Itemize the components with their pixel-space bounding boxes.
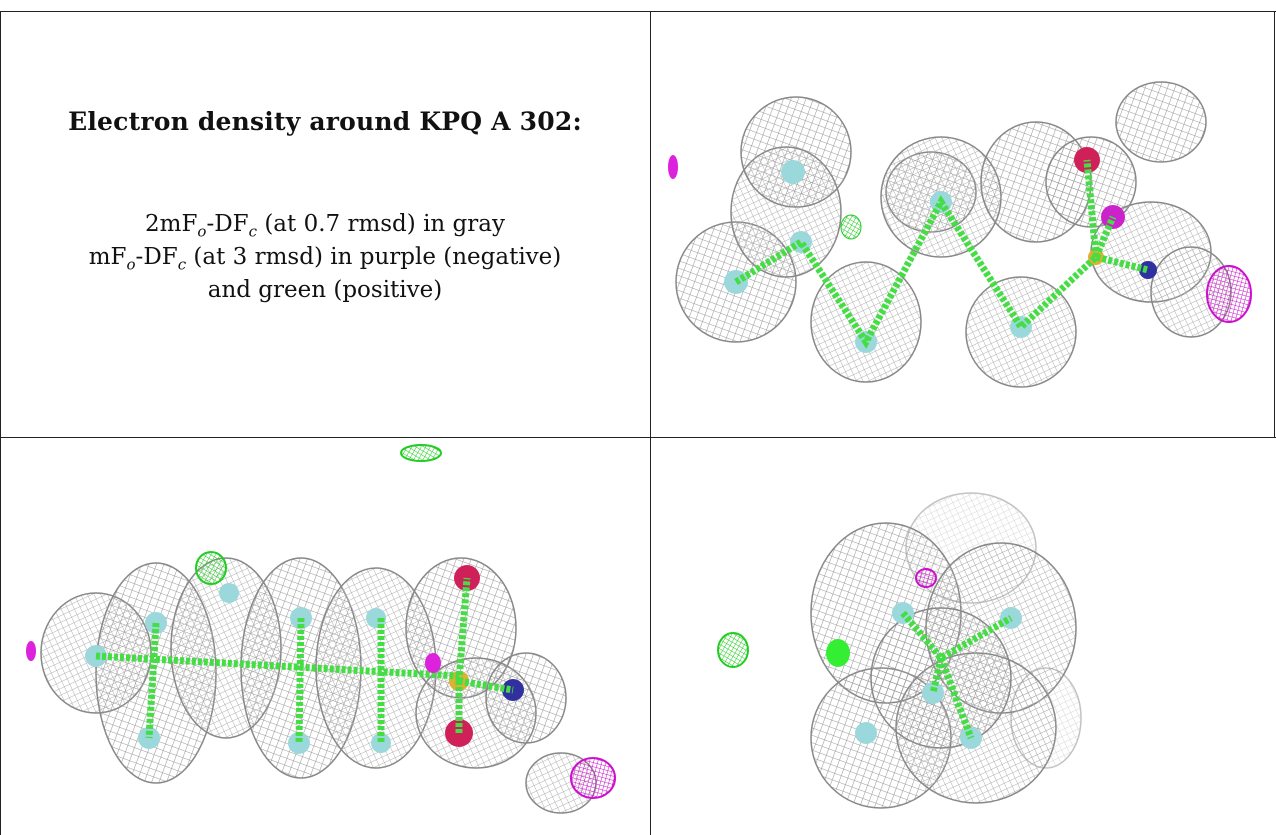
mesh-2fofc-bottom-right [810, 492, 1082, 809]
positive-diff-blob-br-2 [826, 639, 850, 667]
density-render-bottom-right [717, 492, 1082, 809]
positive-diff-blob-bl-2 [400, 444, 442, 462]
bonds-bottom-left [95, 577, 514, 744]
mesh-2fofc-top [675, 81, 1232, 388]
caption-title: Electron density around KPQ A 302: [68, 107, 582, 136]
frame-top [0, 11, 1276, 12]
caption-description: 2mFo-DFc (at 0.7 rmsd) in gray mFo-DFc (… [0, 208, 650, 307]
negative-diff-blob-bl-2 [26, 641, 36, 661]
caption-line-fofc: mFo-DFc (at 3 rmsd) in purple (negative) [88, 244, 562, 274]
positive-diff-blob-top [840, 214, 862, 240]
bonds-top [734, 159, 1149, 349]
positive-diff-blob-br-1 [717, 632, 749, 668]
negative-diff-blob-top-left [668, 155, 678, 179]
negative-diff-blob-bl-3 [425, 653, 441, 673]
caption-line-2fofc: 2mFo-DFc (at 0.7 rmsd) in gray [145, 211, 505, 241]
density-render-bottom-left [26, 444, 616, 814]
frame-left [0, 11, 1, 835]
negative-diff-blob-bl-1 [570, 757, 616, 799]
density-view-bottom-right [651, 438, 1274, 835]
negative-diff-blob-br-1 [915, 568, 937, 588]
density-view-top-right [651, 12, 1274, 437]
negative-diff-blob-top-right [1206, 265, 1252, 323]
frame-middle-horizontal [0, 437, 1276, 438]
caption-cell: Electron density around KPQ A 302: 2mFo-… [0, 11, 650, 448]
positive-diff-blob-bl-1 [195, 551, 227, 585]
density-view-bottom-left [1, 438, 650, 835]
bonds-bottom-right [900, 610, 1013, 740]
density-render-top-right [668, 81, 1252, 388]
caption-line-colors: and green (positive) [207, 277, 443, 303]
frame-middle-vertical [650, 11, 651, 835]
frame-right [1274, 11, 1275, 437]
